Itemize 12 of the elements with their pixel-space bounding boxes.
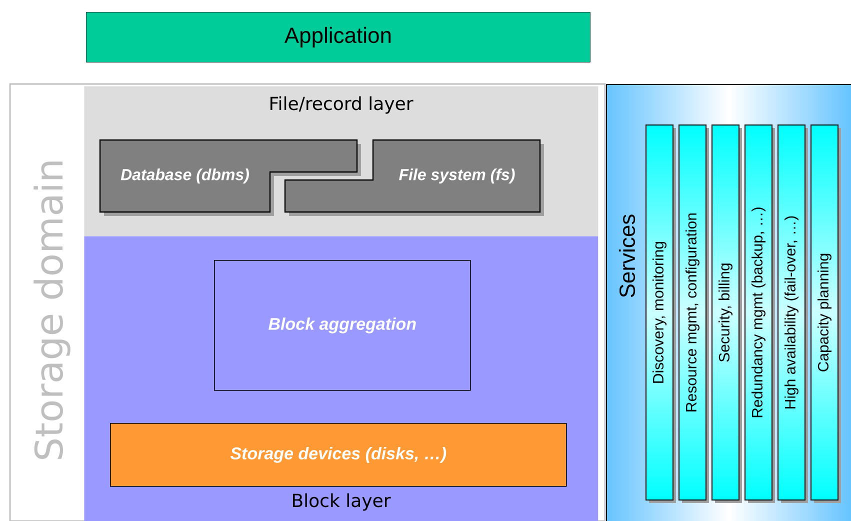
- layer-component: File system (fs): [284, 139, 544, 216]
- service-bar: Resource mgmt, configuration: [678, 124, 709, 503]
- application-box: Application: [86, 12, 590, 62]
- node-label: File/record layer: [270, 96, 414, 114]
- service-bar: Capacity planning: [810, 124, 841, 503]
- service-bar: Discovery, monitoring: [646, 124, 676, 503]
- service-bar: High availability (fail-over, …): [778, 124, 808, 503]
- service-bar: Security, billing: [712, 124, 742, 503]
- service-bar: Redundancy mgmt (backup, …): [744, 124, 775, 503]
- aggregation-box: Block aggregation: [214, 260, 471, 391]
- devices-box: Storage devices (disks, …): [110, 423, 567, 487]
- domain-label: Storage domain: [34, 162, 70, 460]
